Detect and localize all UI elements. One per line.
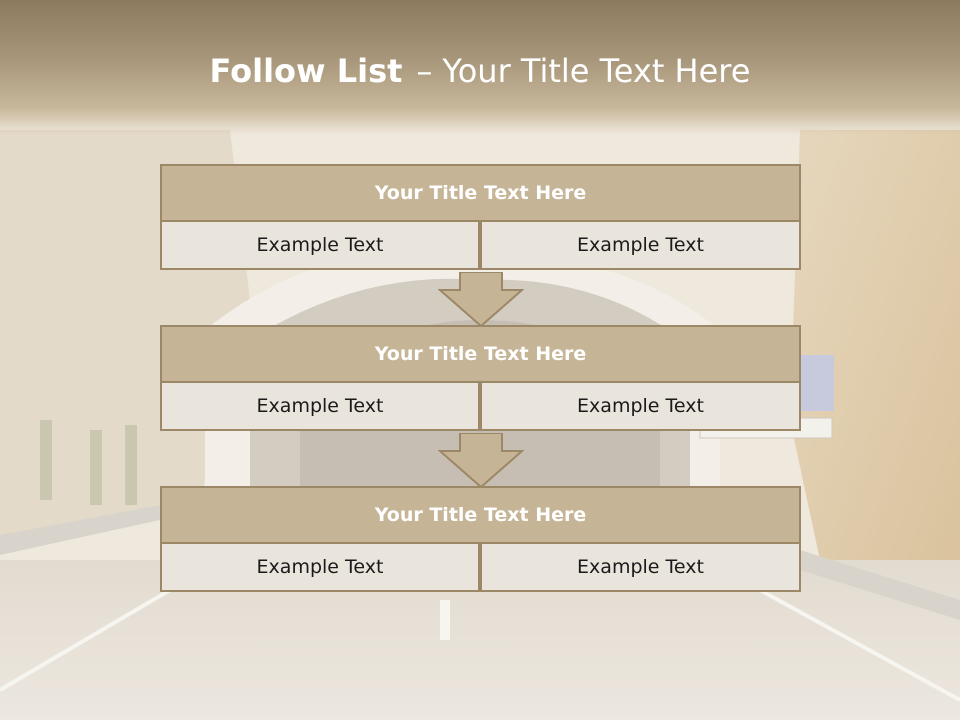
slide-title-separator: – (416, 52, 433, 90)
list-block-right-text: Example Text (480, 542, 801, 592)
slide-title-rest: Your Title Text Here (442, 52, 751, 90)
list-block-left-text: Example Text (160, 542, 480, 592)
list-block-title: Your Title Text Here (160, 325, 801, 383)
slide-title-strong: Follow List (209, 52, 403, 90)
list-block-title: Your Title Text Here (160, 164, 801, 222)
list-block-right-text: Example Text (480, 381, 801, 431)
list-block-right-text: Example Text (480, 220, 801, 270)
list-block-3: Your Title Text Here Example Text Exampl… (160, 486, 801, 592)
list-block-title: Your Title Text Here (160, 486, 801, 544)
down-arrow-icon (438, 272, 524, 328)
down-arrow-icon (438, 433, 524, 489)
header-band (0, 0, 960, 135)
list-block-2: Your Title Text Here Example Text Exampl… (160, 325, 801, 431)
slide-title: Follow List–Your Title Text Here (0, 52, 960, 90)
list-block-left-text: Example Text (160, 220, 480, 270)
list-block-left-text: Example Text (160, 381, 480, 431)
list-block-1: Your Title Text Here Example Text Exampl… (160, 164, 801, 270)
